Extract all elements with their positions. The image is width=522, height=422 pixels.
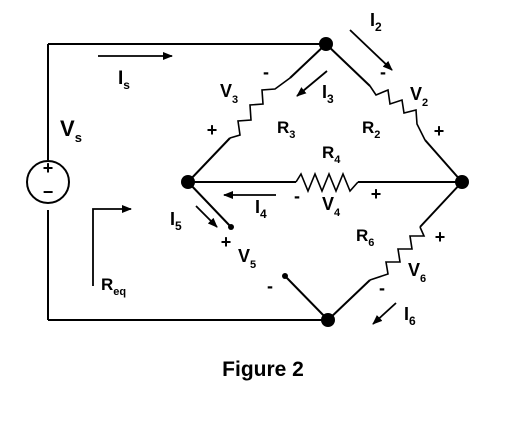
label-is: Is	[118, 68, 130, 92]
label-r3: R3	[277, 118, 295, 141]
resistor-r6	[369, 226, 426, 281]
wire-top-r2	[325, 43, 371, 87]
wire-r3-top	[289, 43, 327, 79]
node-top	[319, 37, 333, 51]
label-i2: I2	[370, 10, 382, 34]
wire-right-r6	[419, 181, 463, 228]
label-req: Req	[101, 275, 126, 298]
label-vs: Vs	[60, 116, 82, 145]
resistor-r2	[369, 85, 426, 141]
label-i3: I3	[322, 82, 334, 106]
i2-arrow	[349, 29, 393, 71]
switch-upper-lead	[187, 181, 232, 228]
r3-minus-sign: -	[263, 62, 269, 82]
label-i4: I4	[255, 197, 267, 221]
r4-plus-sign: +	[371, 184, 382, 204]
figure-caption: Figure 2	[222, 358, 304, 381]
switch-contact-upper	[228, 224, 234, 230]
wire-r6-bottom	[327, 279, 371, 321]
v5-minus-sign: -	[267, 276, 273, 296]
wire-r2-right	[424, 139, 463, 183]
label-r2: R2	[362, 118, 380, 141]
resistor-r4	[295, 171, 359, 194]
req-arrow	[92, 205, 132, 286]
switch-lower-lead	[284, 275, 329, 321]
r6-plus-sign: +	[435, 227, 446, 247]
wire-left-r3	[187, 137, 231, 183]
label-i5: I5	[170, 209, 182, 233]
r2-plus-sign: +	[434, 121, 445, 141]
r3-plus-sign: +	[207, 120, 218, 140]
label-i6: I6	[404, 304, 416, 328]
source-plus-sign: +	[43, 158, 54, 178]
i3-arrow	[296, 70, 328, 97]
r6-minus-sign: -	[379, 278, 385, 298]
label-r4: R4	[322, 143, 341, 166]
label-v4: V4	[322, 194, 341, 219]
label-v3: V3	[220, 81, 238, 106]
r2-minus-sign: -	[380, 62, 386, 82]
v5-plus-sign: +	[221, 232, 232, 252]
node-left	[181, 175, 195, 189]
source-minus-sign: −	[43, 182, 54, 202]
voltage-source-symbol	[26, 160, 70, 204]
label-v5: V5	[238, 246, 256, 271]
node-bottom	[321, 313, 335, 327]
node-right	[455, 175, 469, 189]
i6-arrow	[372, 302, 397, 325]
label-v6: V6	[408, 260, 426, 285]
label-v2: V2	[410, 84, 428, 109]
r4-minus-sign: -	[294, 186, 300, 206]
i5-arrow	[195, 205, 218, 228]
label-r6: R6	[356, 226, 374, 249]
resistor-r3	[229, 77, 291, 139]
